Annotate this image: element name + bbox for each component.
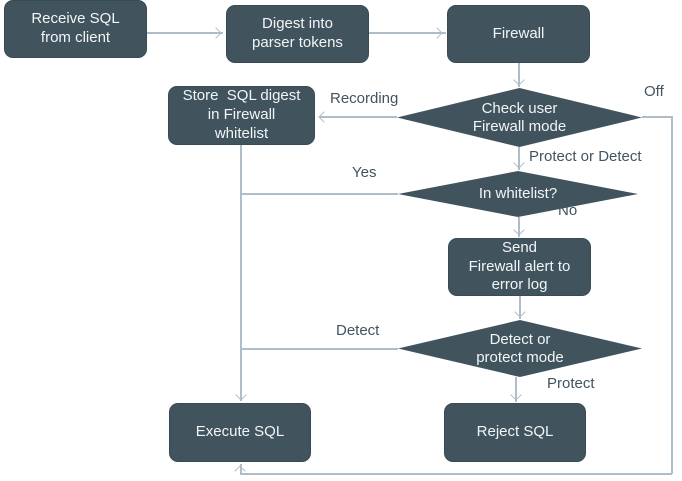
arrowhead-icon [513, 157, 525, 169]
edge-label-protect: Protect [547, 375, 595, 392]
edge-label-recording: Recording [330, 90, 399, 107]
edge-whitelist-to-sendalert [518, 217, 520, 237]
edge-detectmode-to-reject [515, 377, 517, 402]
node-reject-sql: Reject SQL [444, 403, 586, 462]
edge-off-branch-top [642, 116, 672, 118]
arrowhead-icon [210, 27, 222, 39]
edge-firewall-to-checkmode [518, 63, 520, 87]
edge-label-detect: Detect [336, 322, 380, 339]
node-detect-or-protect: Detect or protect mode [398, 320, 642, 377]
arrowhead-icon [514, 306, 526, 318]
node-execute-sql: Execute SQL [169, 403, 311, 462]
arrowhead-icon [510, 389, 522, 401]
node-store-digest: Store SQL digest in Firewall whitelist [168, 86, 315, 145]
arrowhead-icon [235, 389, 247, 401]
edge-checkmode-to-store [320, 116, 397, 118]
node-firewall: Firewall [447, 5, 590, 63]
node-in-whitelist: In whitelist? [398, 171, 638, 217]
arrowhead-icon [513, 74, 525, 86]
edge-yes-branch [241, 193, 398, 195]
edge-off-branch-bottom [240, 473, 672, 475]
edge-digest-to-firewall [369, 32, 446, 34]
node-check-user-mode: Check user Firewall mode [397, 88, 642, 147]
edge-detect-branch [241, 348, 398, 350]
edge-receive-to-digest [147, 32, 223, 34]
arrowhead-icon [234, 465, 246, 477]
edge-label-protect-or-detect: Protect or Detect [529, 148, 642, 165]
node-digest-tokens: Digest into parser tokens [226, 5, 369, 63]
node-receive-sql: Receive SQL from client [4, 0, 147, 58]
edge-store-to-execute [240, 145, 242, 401]
edge-label-yes: Yes [352, 164, 377, 181]
edge-sendalert-to-detectmode [519, 296, 521, 319]
arrowhead-icon [431, 27, 443, 39]
edge-label-off: Off [644, 83, 664, 100]
edge-off-branch-right [671, 116, 673, 474]
edge-off-into-execute [240, 464, 242, 474]
arrowhead-icon [318, 111, 330, 123]
arrowhead-icon [513, 224, 525, 236]
edge-checkmode-to-whitelist [518, 147, 520, 170]
node-send-alert: Send Firewall alert to error log [448, 238, 591, 296]
